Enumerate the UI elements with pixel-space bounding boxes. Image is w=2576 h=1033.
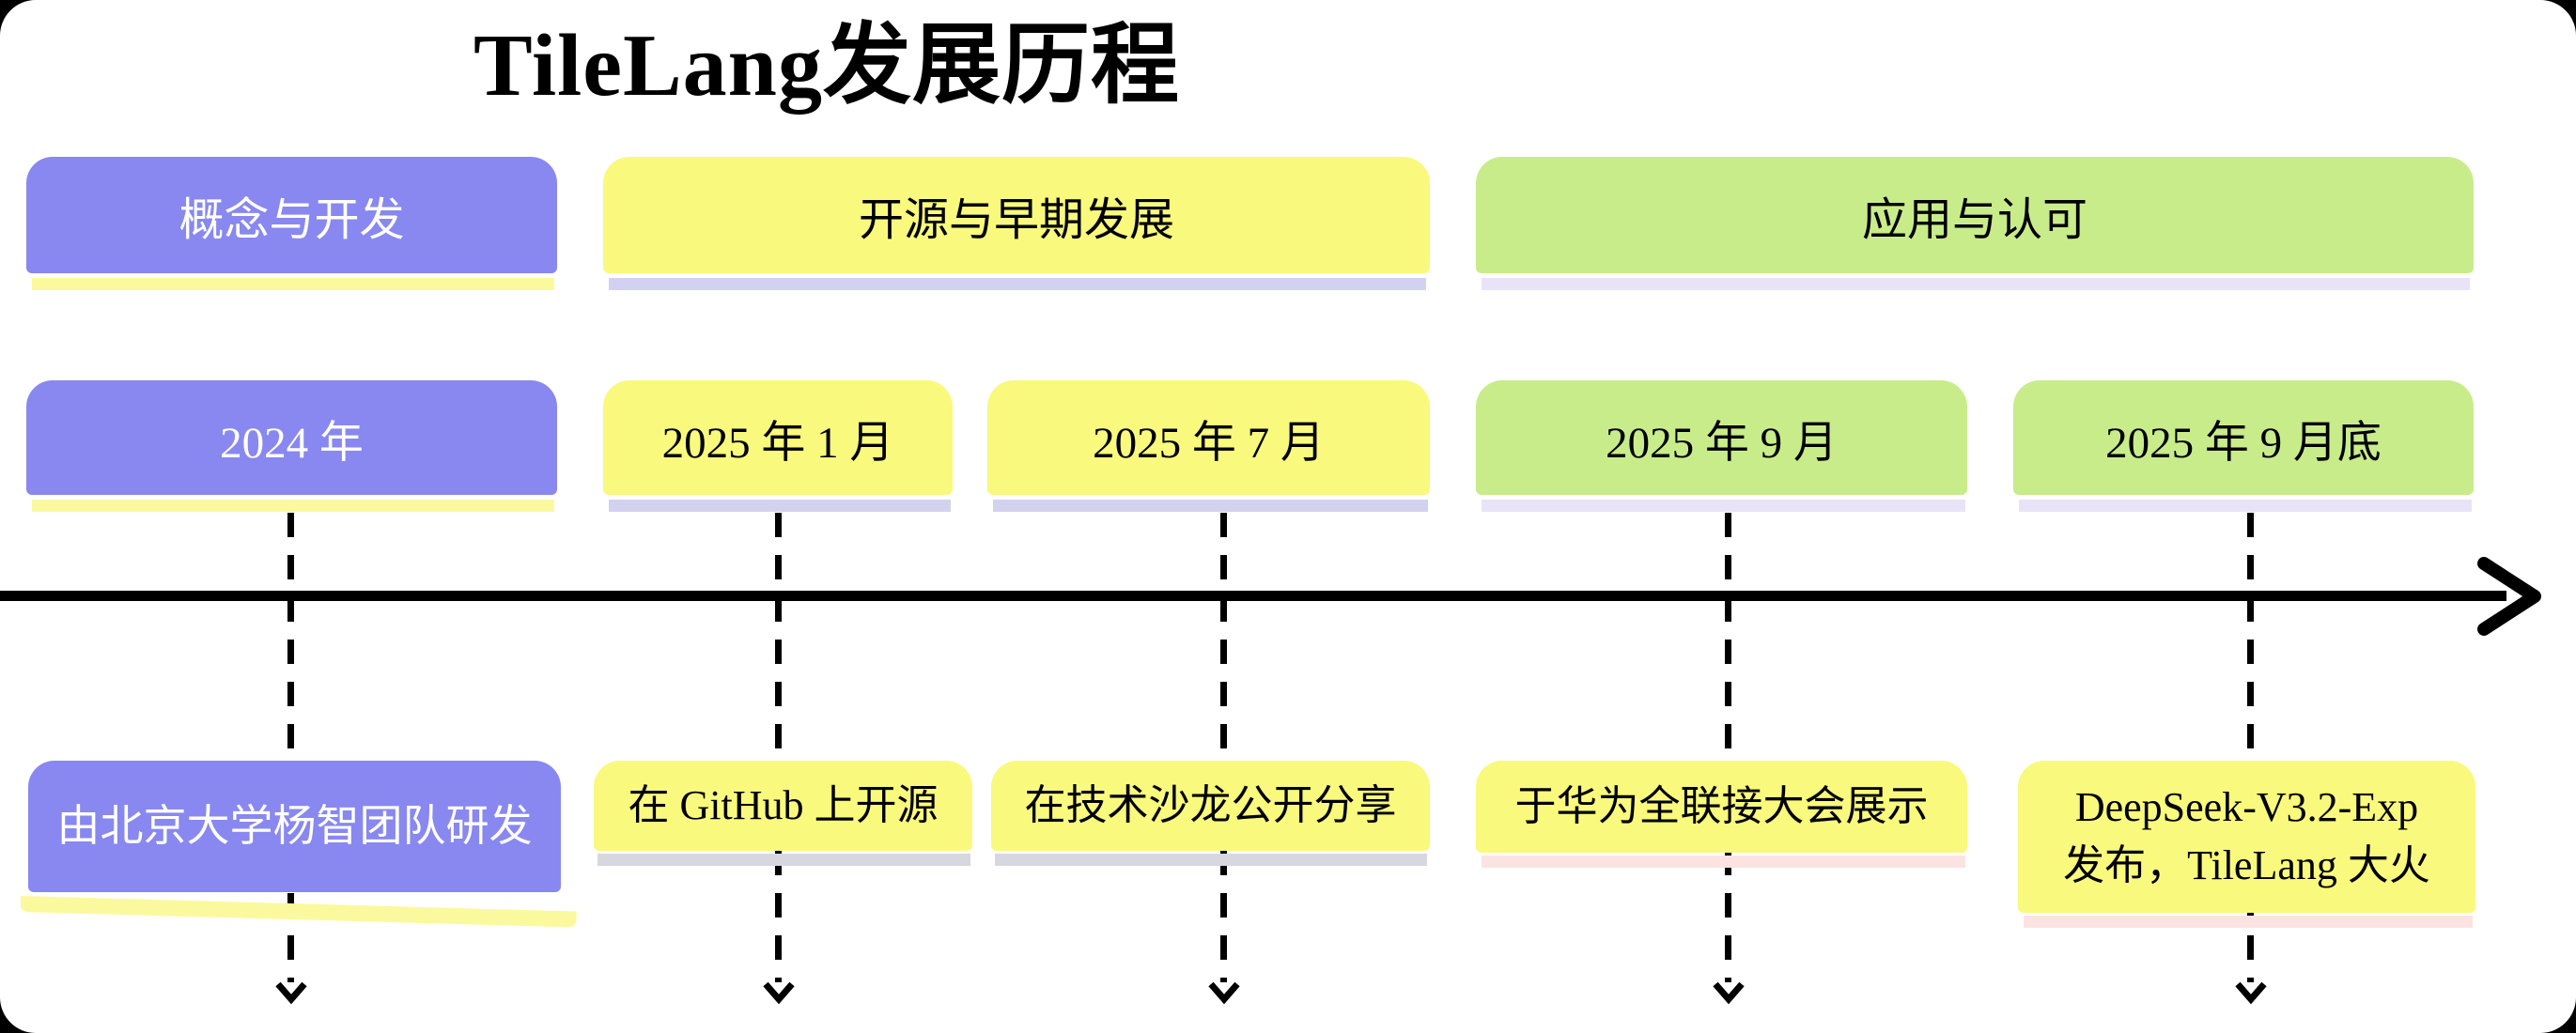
dashed-connector <box>1220 513 1227 982</box>
date-label: 2024 年 <box>220 418 364 468</box>
date-underline <box>609 500 951 512</box>
phase-label: 应用与认可 <box>1861 195 2087 245</box>
dashed-connector <box>1725 513 1731 982</box>
phase-header-concept: 概念与开发 <box>26 157 557 273</box>
date-label: 2025 年 1 月 <box>661 418 894 468</box>
event-box-salon: 在技术沙龙公开分享 <box>991 761 1430 851</box>
date-box-2024: 2024 年 <box>26 380 557 495</box>
event-label: 于华为全联接大会展示 <box>1514 783 1929 830</box>
arrowhead-down-icon <box>275 981 307 1005</box>
event-label: 由北京大学杨智团队研发 <box>56 801 533 850</box>
page-title: TileLang发展历程 <box>473 17 1180 115</box>
date-underline <box>993 500 1428 512</box>
arrowhead-down-icon <box>1208 981 1240 1005</box>
date-label: 2025 年 9 月底 <box>2105 418 2382 468</box>
date-label: 2025 年 9 月 <box>1606 418 1838 468</box>
arrowhead-down-icon <box>1713 981 1745 1005</box>
dashed-connector <box>287 513 294 982</box>
event-box-founded: 由北京大学杨智团队研发 <box>28 761 561 892</box>
phase-label: 概念与开发 <box>178 195 405 245</box>
dashed-connector <box>2247 513 2254 982</box>
event-underline-skewed <box>20 896 577 928</box>
date-box-2025-01: 2025 年 1 月 <box>603 380 953 495</box>
date-box-2025-09: 2025 年 9 月 <box>1476 380 1967 495</box>
phase-underline <box>1482 278 2470 290</box>
date-underline <box>2019 500 2472 512</box>
phase-label: 开源与早期发展 <box>858 195 1174 245</box>
event-underline <box>1482 856 1965 868</box>
date-label: 2025 年 7 月 <box>1093 418 1325 468</box>
date-box-2025-07: 2025 年 7 月 <box>987 380 1430 495</box>
event-box-huawei: 于华为全联接大会展示 <box>1476 761 1967 853</box>
event-underline <box>597 854 970 866</box>
event-label-line1: DeepSeek-V3.2-Exp <box>2074 784 2419 831</box>
date-underline <box>32 500 554 512</box>
phase-header-opensource: 开源与早期发展 <box>603 157 1430 273</box>
date-box-2025-09-end: 2025 年 9 月底 <box>2013 380 2474 495</box>
event-box-github: 在 GitHub 上开源 <box>594 761 972 851</box>
arrowhead-down-icon <box>763 981 795 1005</box>
phase-header-adoption: 应用与认可 <box>1476 157 2474 273</box>
phase-underline <box>609 278 1426 290</box>
timeline-axis <box>0 591 2506 601</box>
event-label: DeepSeek-V3.2-Exp 发布，TileLang 大火 <box>2063 779 2430 894</box>
arrowhead-down-icon <box>2235 981 2267 1005</box>
event-label: 在技术沙龙公开分享 <box>1024 782 1397 829</box>
arrowhead-right-icon <box>2477 557 2541 636</box>
event-underline <box>2024 916 2473 928</box>
event-label: 在 GitHub 上开源 <box>628 782 939 829</box>
phase-underline <box>32 278 554 290</box>
event-label-line2: 发布，TileLang 大火 <box>2063 842 2430 888</box>
event-underline <box>995 854 1427 866</box>
date-underline <box>1482 500 1965 512</box>
event-box-deepseek: DeepSeek-V3.2-Exp 发布，TileLang 大火 <box>2018 761 2475 913</box>
dashed-connector <box>775 513 782 982</box>
